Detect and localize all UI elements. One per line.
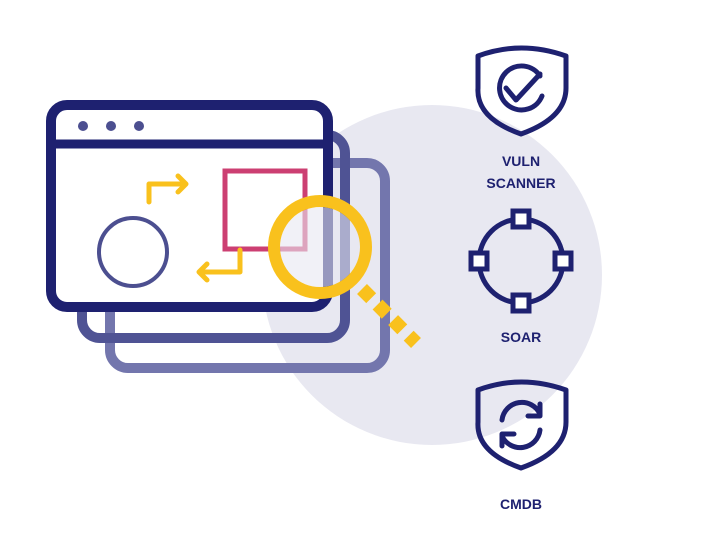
shield-check-icon [475,45,569,137]
vuln-label-line2: SCANNER [486,175,556,191]
arrow-left-icon [196,247,243,283]
soar-label: SOAR [500,329,542,345]
soar-node-circle-icon [468,208,574,314]
shield-sync-icon [475,379,569,471]
window-dot [106,121,116,131]
arrow-right-icon [146,173,189,205]
window-dot [134,121,144,131]
window-dot [78,121,88,131]
vuln-label-line1: VULN [501,153,541,169]
magnifier-icon [268,195,421,348]
vuln-scanner-label: VULN SCANNER [441,150,601,194]
browser-window-icon [46,100,333,312]
circle-shape-icon [97,216,169,288]
cmdb-label: CMDB [500,496,542,512]
